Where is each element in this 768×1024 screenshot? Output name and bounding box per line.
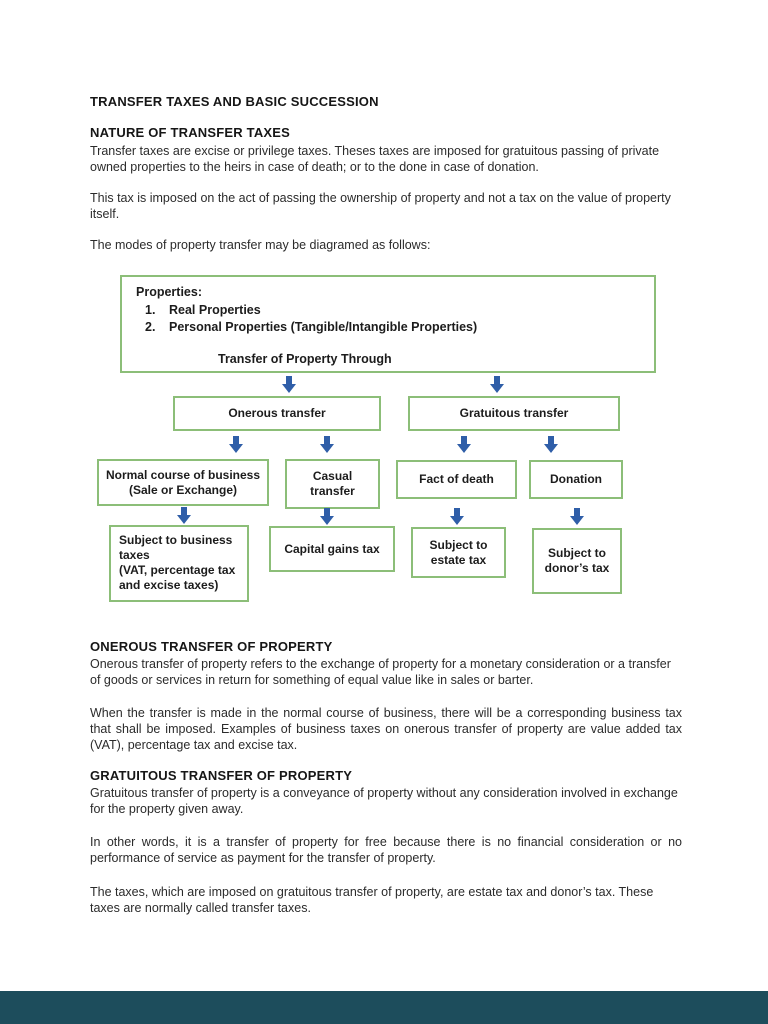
down-arrow-icon [320, 508, 334, 525]
normal-course-box: Normal course of business (Sale or Excha… [97, 459, 269, 506]
subject-business-taxes-box: Subject to business taxes (VAT, percenta… [109, 525, 249, 602]
heading-gratuitous-transfer: GRATUITOUS TRANSFER OF PROPERTY [90, 768, 353, 783]
box-label: Gratuitous transfer [459, 406, 569, 420]
down-arrow-icon [282, 376, 296, 393]
properties-list-item-2: 2. Personal Properties (Tangible/Intangib… [136, 319, 640, 337]
down-arrow-icon [177, 507, 191, 524]
paragraph-nature-2: This tax is imposed on the act of passin… [90, 191, 671, 221]
list-label: Personal Properties (Tangible/Intangible… [169, 320, 478, 334]
paragraph-onerous-1: Onerous transfer of property refers to t… [90, 657, 671, 687]
down-arrow-icon [490, 376, 504, 393]
gratuitous-transfer-box: Gratuitous transfer [408, 396, 620, 431]
paragraph-diagram-intro: The modes of property transfer may be di… [90, 238, 431, 252]
box-label: Onerous transfer [228, 406, 326, 420]
donation-box: Donation [529, 460, 623, 499]
onerous-transfer-box: Onerous transfer [173, 396, 381, 431]
paragraph-gratuitous-3: The taxes, which are imposed on gratuito… [90, 885, 654, 915]
properties-box-title: Properties: [136, 285, 202, 299]
down-arrow-icon [544, 436, 558, 453]
box-label: Fact of death [419, 472, 494, 486]
box-label: Subject to estate tax [429, 537, 488, 567]
properties-list-item-1: 1. Real Properties [136, 302, 640, 320]
paragraph-onerous-2: When the transfer is made in the normal … [90, 706, 682, 752]
page-title: TRANSFER TAXES AND BASIC SUCCESSION [90, 94, 379, 109]
heading-onerous-transfer: ONEROUS TRANSFER OF PROPERTY [90, 639, 333, 654]
box-label: Subject to donor’s tax [544, 546, 610, 575]
list-number: 1. [145, 302, 156, 317]
casual-transfer-box: Casual transfer [285, 459, 380, 509]
fact-of-death-box: Fact of death [396, 460, 517, 499]
heading-nature-of-transfer-taxes: NATURE OF TRANSFER TAXES [90, 125, 291, 140]
down-arrow-icon [457, 436, 471, 453]
paragraph-gratuitous-2: In other words, it is a transfer of prop… [90, 835, 682, 865]
down-arrow-icon [450, 508, 464, 525]
down-arrow-icon [570, 508, 584, 525]
viewer-footer-bar [0, 991, 768, 1024]
capital-gains-tax-box: Capital gains tax [269, 526, 395, 572]
down-arrow-icon [320, 436, 334, 453]
subject-donor-tax-box: Subject to donor’s tax [532, 528, 622, 594]
box-label: Subject to business taxes (VAT, percenta… [119, 533, 236, 592]
list-label: Real Properties [169, 302, 261, 317]
subject-estate-tax-box: Subject to estate tax [411, 527, 506, 578]
down-arrow-icon [229, 436, 243, 453]
properties-box: Properties: 1. Real Properties 2. Personal… [120, 275, 656, 373]
box-label: Donation [550, 472, 602, 486]
paragraph-nature-1: Transfer taxes are excise or privilege t… [90, 144, 660, 174]
box-label: Normal course of business (Sale or Excha… [105, 467, 261, 497]
list-number: 2. [145, 320, 156, 334]
paragraph-gratuitous-1: Gratuitous transfer of property is a con… [90, 786, 678, 816]
box-label: Capital gains tax [284, 541, 380, 556]
properties-box-subtitle: Transfer of Property Through [218, 351, 392, 366]
box-label: Casual transfer [310, 469, 355, 498]
